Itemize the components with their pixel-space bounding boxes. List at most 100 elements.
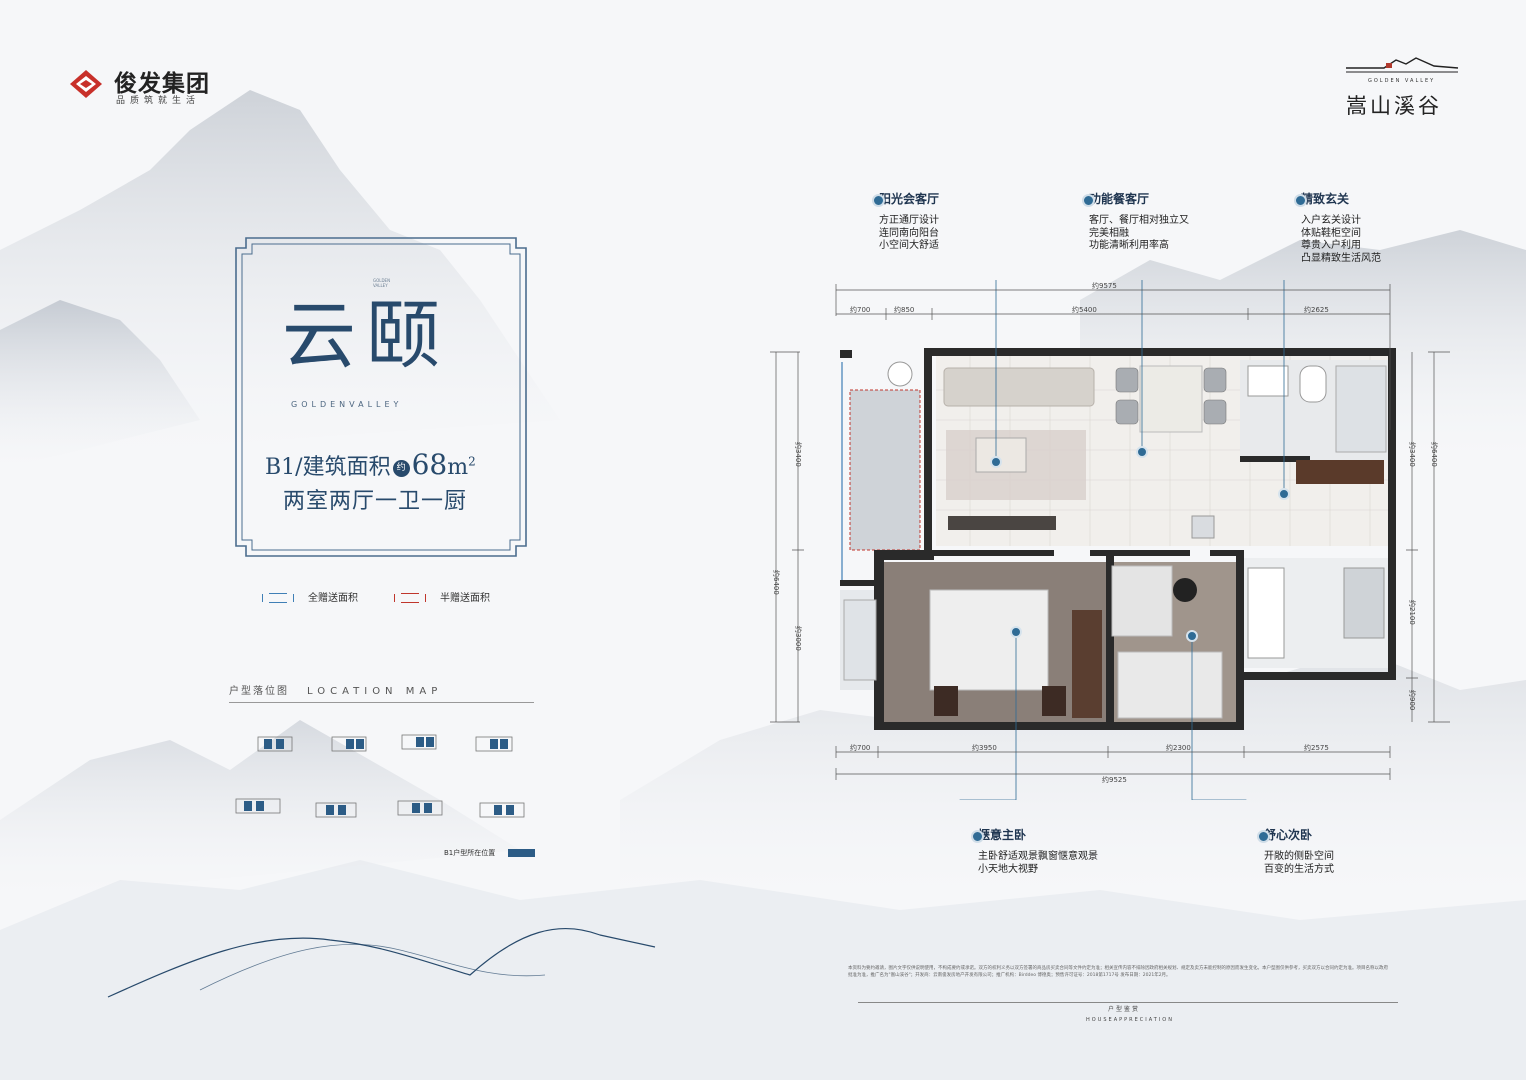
callout-body: 主卧舒适观景飘窗惬意观景小天地大视野	[978, 851, 1098, 875]
layout-type: 两室两厅一卫一厨	[283, 489, 468, 514]
dim-bottom-0: 约700	[850, 743, 870, 752]
area-value: 68	[411, 448, 448, 481]
dining-chairs	[1115, 367, 1227, 425]
building-block	[257, 736, 293, 752]
floor-plan: 约9575 约700 约850 约5400 约2625 约700 约3950 约…	[770, 280, 1450, 800]
dim-right-0: 约3400	[1408, 442, 1417, 467]
dim-right-1: 约2100	[1408, 600, 1417, 625]
area-unit-power: 2	[468, 454, 476, 469]
dim-top-1: 约850	[894, 305, 914, 314]
title-english: GOLDENVALLEY	[291, 400, 403, 409]
legend-half-gift: 半赠送面积	[394, 589, 490, 604]
callout-body: 开敞的侧卧空间百变的生活方式	[1264, 851, 1334, 875]
coffee-table	[975, 437, 1027, 473]
nightstand	[934, 686, 958, 716]
brand-mark-icon	[70, 70, 102, 98]
dim-top-3: 约2625	[1304, 305, 1329, 314]
desk-chair	[1173, 578, 1197, 602]
footer-title-cn: 户型鉴赏	[1108, 1006, 1141, 1013]
full-gift-swatch	[262, 593, 294, 603]
location-map-title-cn: 户型落位图	[229, 686, 289, 697]
project-name-cn: 嵩山溪谷	[1346, 94, 1442, 118]
sofa	[943, 367, 1095, 407]
master-bed	[929, 589, 1049, 691]
dim-left-total: 约6400	[772, 570, 781, 595]
dim-right-total: 约6400	[1430, 442, 1439, 467]
callout-living-room: 阳光会客厅 方正通厅设计连同南向阳台小空间大舒适	[872, 190, 1069, 253]
location-key-label: B1户型所在位置	[444, 849, 496, 857]
brand-name: 俊发集团	[114, 70, 210, 97]
building-block	[235, 798, 281, 814]
brand-slogan: 品质筑就生活	[116, 96, 201, 106]
callout-title: 精致玄关	[1301, 192, 1350, 206]
callout-body: 入户玄关设计体贴鞋柜空间尊贵入户利用凸显精致生活风范	[1301, 215, 1381, 264]
project-logo: GOLDEN VALLEY 嵩山溪谷	[1340, 50, 1464, 122]
dim-top-0: 约700	[850, 305, 870, 314]
area-unit: m	[447, 455, 469, 480]
shower	[1335, 365, 1387, 453]
half-gift-swatch	[394, 593, 426, 603]
dim-bottom-1: 约3950	[972, 743, 997, 752]
wash-basin	[1247, 365, 1289, 397]
pin-icon	[1294, 194, 1307, 207]
location-key-swatch	[508, 849, 535, 857]
full-gift-label: 全赠送面积	[308, 593, 358, 604]
title-seal: GOLDEN VALLEY	[373, 278, 391, 288]
washing-machine	[1191, 515, 1215, 539]
building-block	[475, 736, 513, 752]
dining-table	[1139, 365, 1203, 433]
pin-icon	[872, 194, 885, 207]
callout-body: 客厅、餐厅相对独立又完美相融功能清晰利用率高	[1089, 215, 1189, 251]
building-block	[479, 802, 525, 818]
unit-name-title: 云颐	[282, 293, 450, 379]
half-gift-label: 半赠送面积	[440, 593, 490, 604]
building-block	[331, 736, 367, 752]
title-frame	[235, 237, 527, 557]
project-name-en: GOLDEN VALLEY	[1368, 78, 1436, 84]
second-bed	[1117, 651, 1223, 719]
nightstand	[1042, 686, 1066, 716]
callout-entrance: 精致玄关 入户玄关设计体贴鞋柜空间尊贵入户利用凸显精致生活风范	[1294, 190, 1491, 265]
callout-title: 惬意主卧	[978, 828, 1027, 842]
tv-cabinet	[948, 516, 1056, 530]
bay-window-seat	[843, 599, 877, 681]
dim-right-2: 约900	[1408, 690, 1417, 710]
building-block	[397, 800, 443, 816]
building-block	[401, 734, 437, 750]
legend-full-gift: 全赠送面积	[262, 589, 358, 604]
toilet	[1299, 365, 1327, 403]
location-map-title: 户型落位图 LOCATION MAP	[229, 682, 442, 697]
dim-bottom-3: 约2575	[1304, 743, 1329, 752]
wardrobe	[1072, 610, 1102, 718]
callout-body: 方正通厅设计连同南向阳台小空间大舒适	[879, 215, 939, 251]
dim-bottom-total: 约9525	[1102, 775, 1127, 784]
callout-title: 舒心次卧	[1264, 828, 1313, 842]
shoe-cabinet	[1296, 460, 1384, 484]
callout-title: 阳光会客厅	[879, 192, 940, 206]
approx-badge: 约	[392, 459, 410, 477]
disclaimer: 本资料为要约邀请，图片文字仅供说明使用，不构成要约或承诺。双方的权利义务以双方签…	[848, 966, 1388, 978]
dim-top-total: 约9575	[1092, 281, 1117, 290]
balcony-floor	[850, 390, 920, 550]
pin-icon	[1257, 830, 1270, 843]
balcony-washer	[887, 361, 913, 387]
footer-title-en: HOUSEAPPRECIATION	[1086, 1017, 1174, 1023]
dim-top-2: 约5400	[1072, 305, 1097, 314]
brand-logo: 俊发集团 品质筑就生活	[66, 64, 236, 108]
callout-dining-room: 功能餐客厅 客厅、餐厅相对独立又完美相融功能清晰利用率高	[1082, 190, 1279, 253]
callout-master-bedroom: 惬意主卧 主卧舒适观景飘窗惬意观景小天地大视野	[971, 826, 1168, 876]
pin-icon	[1082, 194, 1095, 207]
dim-bottom-2: 约2300	[1166, 743, 1191, 752]
location-map-title-en: LOCATION MAP	[307, 686, 443, 697]
location-map	[235, 734, 525, 818]
callout-title: 功能餐客厅	[1089, 192, 1150, 206]
dim-left-1: 约3000	[794, 626, 803, 651]
footer-divider	[858, 1002, 1398, 1003]
mountain-line-icon	[1346, 57, 1459, 73]
area-prefix: B1/建筑面积	[265, 455, 391, 480]
location-map-divider	[229, 702, 534, 703]
desk	[1111, 565, 1173, 637]
stove	[1343, 567, 1385, 639]
